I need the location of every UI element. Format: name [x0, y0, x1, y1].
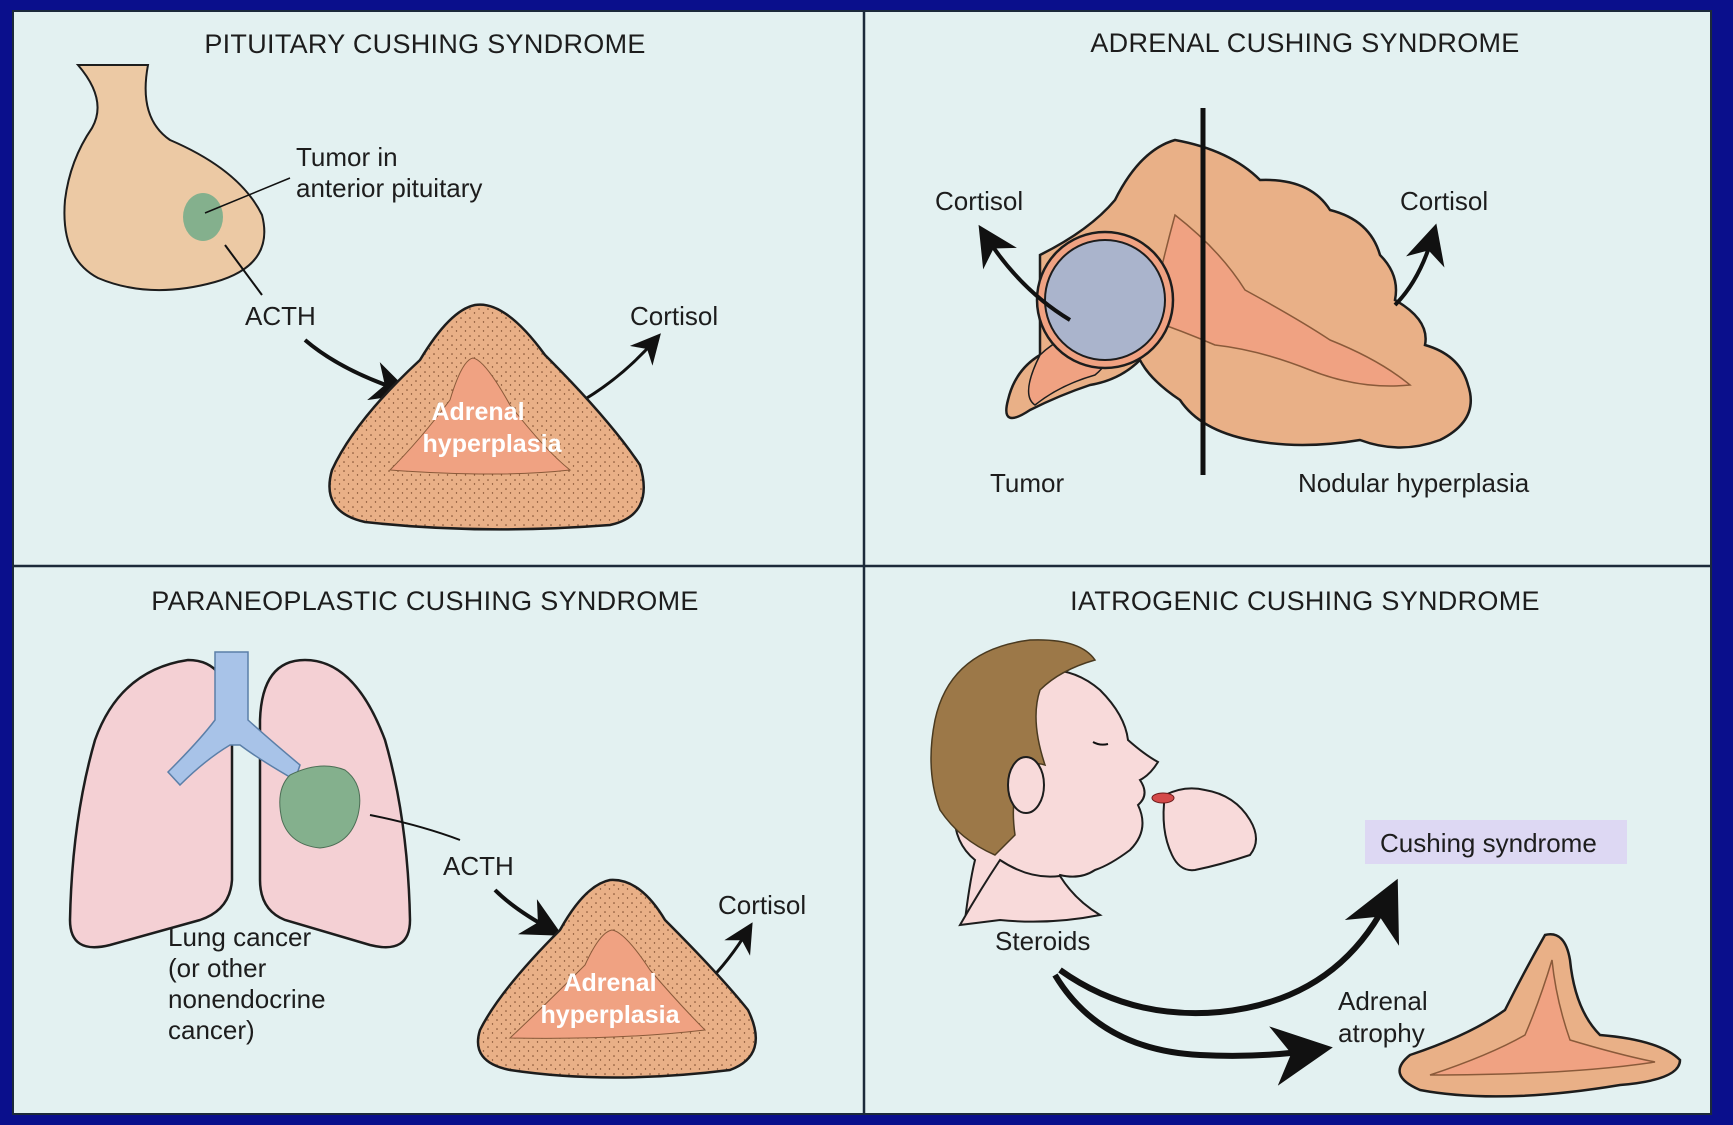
- pituitary-tumor-shape: [183, 193, 223, 241]
- cortisol-label-adrenal-right: Cortisol: [1400, 186, 1488, 216]
- nodular-hyperplasia-label: Nodular hyperplasia: [1298, 468, 1530, 498]
- cortisol-arrow-pituitary: [575, 340, 655, 405]
- adrenal-hyperplasia-label2-pituitary: hyperplasia: [423, 430, 563, 458]
- cortisol-label-adrenal-left: Cortisol: [935, 186, 1023, 216]
- adrenal-atrophy-label-line2: atrophy: [1338, 1018, 1425, 1048]
- steroids-label: Steroids: [995, 926, 1090, 956]
- adrenal-atrophy-label-line1: Adrenal: [1338, 986, 1428, 1016]
- tumor-label-line1: Tumor in: [296, 142, 398, 172]
- acth-label-paraneoplastic: ACTH: [443, 851, 514, 881]
- acth-arrow-paraneoplastic: [495, 890, 552, 930]
- tumor-label-adrenal: Tumor: [990, 468, 1064, 498]
- cortisol-label-pituitary: Cortisol: [630, 301, 718, 331]
- lung-cancer-label-line1: Lung cancer: [168, 922, 311, 952]
- cortisol-arrow-adrenal-right: [1395, 235, 1433, 305]
- adrenal-hyperplasia-label2-paraneoplastic: hyperplasia: [541, 1001, 681, 1029]
- iatrogenic-panel: IATROGENIC CUSHING SYNDROME Cushing synd…: [931, 586, 1680, 1096]
- pill-icon: [1152, 793, 1174, 803]
- cushing-syndrome-label: Cushing syndrome: [1380, 828, 1597, 858]
- adrenal-hyperplasia-label1-paraneoplastic: Adrenal: [563, 969, 656, 997]
- paraneoplastic-panel-title: PARANEOPLASTIC CUSHING SYNDROME: [151, 586, 698, 616]
- iatrogenic-panel-title: IATROGENIC CUSHING SYNDROME: [1070, 586, 1540, 616]
- person-hand: [1164, 788, 1256, 870]
- person-ear: [1008, 757, 1044, 813]
- adrenal-panel-title: ADRENAL CUSHING SYNDROME: [1090, 28, 1519, 58]
- adrenal-tumor-inner: [1045, 240, 1165, 360]
- lung-cancer-label-line4: cancer): [168, 1015, 255, 1045]
- adrenal-panel: ADRENAL CUSHING SYNDROME Cortisol Cortis…: [935, 28, 1530, 498]
- lung-cancer-label-line2: (or other: [168, 953, 267, 983]
- paraneoplastic-panel: PARANEOPLASTIC CUSHING SYNDROME ACTH Cor…: [70, 586, 806, 1078]
- lung-tumor-shape: [280, 766, 360, 848]
- pituitary-panel-title: PITUITARY CUSHING SYNDROME: [204, 29, 645, 59]
- acth-label-pituitary: ACTH: [245, 301, 316, 331]
- left-lung-shape: [70, 660, 232, 947]
- adrenal-hyperplasia-label1-pituitary: Adrenal: [431, 398, 524, 426]
- pituitary-panel: PITUITARY CUSHING SYNDROME Tumor in ante…: [64, 29, 718, 529]
- cortisol-label-paraneoplastic: Cortisol: [718, 890, 806, 920]
- lung-cancer-label-line3: nonendocrine: [168, 984, 326, 1014]
- acth-arrow-pituitary: [305, 340, 400, 390]
- tumor-label-line2: anterior pituitary: [296, 173, 482, 203]
